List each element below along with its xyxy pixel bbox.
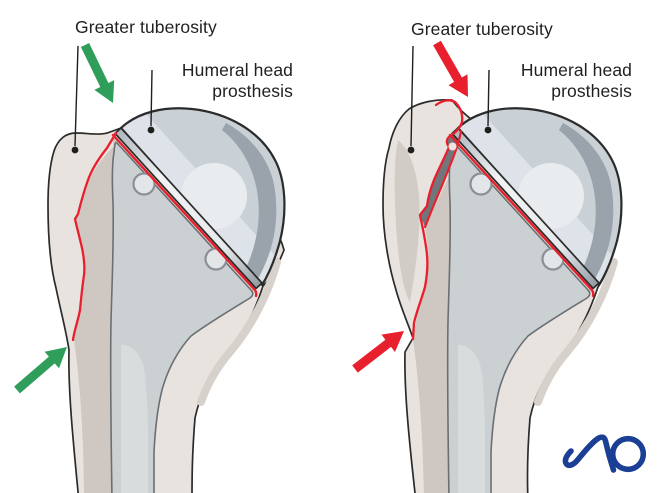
arrow-down-right-icon <box>433 40 468 97</box>
fracture-line <box>71 131 118 342</box>
fragment-notch <box>448 142 457 151</box>
prosthesis-head <box>114 107 286 290</box>
arrow-up-right-icon <box>352 331 404 373</box>
fracture-line-rim <box>111 133 258 298</box>
label-line: Humeral head <box>520 60 632 80</box>
label-dot <box>407 146 415 154</box>
label-greater-tuberosity-left: Greater tuberosity <box>75 17 217 37</box>
leader-greater-tuberosity <box>71 45 79 154</box>
displacement-gap <box>420 134 459 227</box>
stem-highlight <box>458 344 486 493</box>
prosthesis-rim <box>114 127 263 290</box>
leader-humeral-head <box>147 69 155 134</box>
fragment-inner-shading <box>394 140 420 302</box>
arrow-up-right-icon <box>14 347 68 394</box>
stem-highlight <box>121 344 149 493</box>
fracture-line-plate-edge <box>423 129 463 229</box>
label-dot <box>147 126 155 134</box>
fracture-line-rim <box>448 133 595 298</box>
label-line: prosthesis <box>551 81 632 101</box>
ao-logo: AO <box>562 434 647 473</box>
label-dot <box>484 126 492 134</box>
screw-hole <box>132 172 156 196</box>
bone-inner-shading <box>74 133 119 493</box>
label-humeral-head-left: Humeral head prosthesis <box>182 60 293 102</box>
label-greater-tuberosity-right: Greater tuberosity <box>411 19 553 39</box>
label-line: Humeral head <box>181 60 293 80</box>
bone-inner-shading <box>413 170 452 493</box>
arrow-down-right-icon <box>80 43 115 103</box>
screw-hole <box>469 172 493 196</box>
flank-shading <box>197 258 281 406</box>
fracture-line <box>411 99 464 341</box>
label-line: prosthesis <box>212 81 293 101</box>
right-illustration <box>352 40 623 493</box>
prosthesis-rim <box>451 127 600 290</box>
prosthesis-head <box>451 107 623 290</box>
leader-greater-tuberosity <box>407 45 415 154</box>
label-dot <box>71 146 79 154</box>
label-humeral-head-right: Humeral head prosthesis <box>521 60 632 102</box>
leader-humeral-head <box>484 69 492 134</box>
flank-shading <box>534 258 618 406</box>
left-illustration <box>14 43 286 493</box>
